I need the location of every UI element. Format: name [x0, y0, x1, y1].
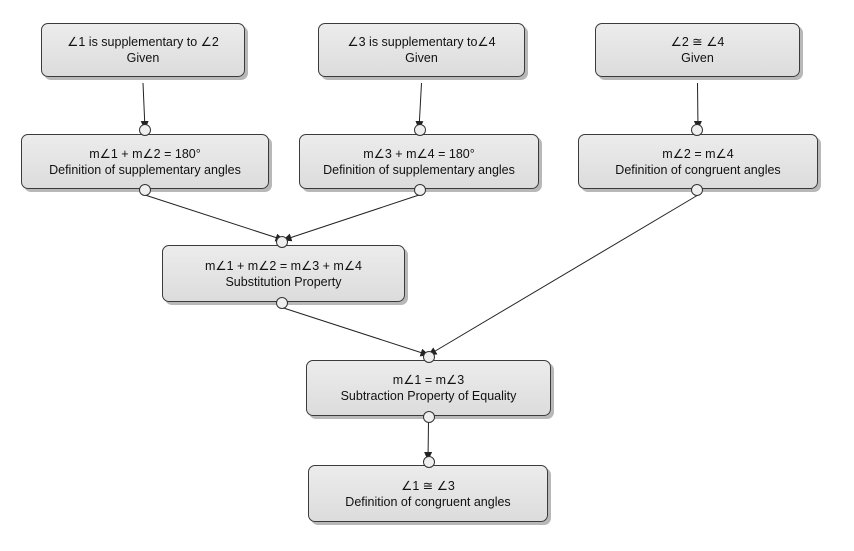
step-statement: m∠2 = m∠4 — [662, 146, 734, 161]
connector-knob — [423, 456, 435, 468]
connector-knob — [139, 184, 151, 196]
arrow-n8-to-n9 — [424, 421, 433, 461]
connector-knob — [414, 124, 426, 136]
step-statement: m∠1 + m∠2 = 180° — [89, 146, 201, 161]
step-statement: ∠1 is supplementary to ∠2 — [67, 35, 219, 49]
step-reason: Definition of supplementary angles — [323, 162, 515, 177]
step-reason: Definition of congruent angles — [345, 494, 511, 509]
arrow-n6-to-n8 — [427, 194, 699, 356]
step-statement: ∠1 ≅ ∠3 — [401, 478, 455, 493]
proof-step-given-2: ∠3 is supplementary to∠4 Given — [318, 23, 525, 77]
arrow-n5-to-n7 — [282, 194, 420, 242]
proof-step-given-1: ∠1 is supplementary to ∠2 Given — [41, 23, 245, 77]
step-statement: ∠2 ≅ ∠4 — [670, 35, 725, 49]
connector-knob — [423, 351, 435, 363]
step-statement: m∠1 + m∠2 = m∠3 + m∠4 — [204, 258, 363, 273]
proof-step-supplementary-2: m∠3 + m∠4 = 180° Definition of supplemen… — [299, 134, 539, 189]
proof-step-congruent-def: m∠2 = m∠4 Definition of congruent angles — [578, 134, 818, 189]
step-statement: m∠3 + m∠4 = 180° — [363, 146, 475, 161]
arrow-n7-to-n8 — [283, 307, 430, 357]
proof-step-supplementary-1: m∠1 + m∠2 = 180° Definition of supplemen… — [21, 134, 269, 189]
step-reason: Given — [681, 51, 714, 65]
arrow-n4-to-n7 — [144, 194, 285, 242]
connector-knob — [276, 236, 288, 248]
proof-step-given-3: ∠2 ≅ ∠4 Given — [595, 23, 800, 77]
arrow-n2-to-n5 — [415, 82, 424, 130]
step-statement: ∠3 is supplementary to∠4 — [347, 35, 496, 49]
connector-knob — [414, 184, 426, 196]
step-reason: Given — [126, 51, 160, 65]
step-reason: Definition of supplementary angles — [49, 162, 241, 177]
proof-step-conclusion: ∠1 ≅ ∠3 Definition of congruent angles — [308, 465, 548, 522]
step-reason: Definition of congruent angles — [615, 162, 781, 177]
connector-knob — [691, 184, 703, 196]
connector-knob — [276, 297, 288, 309]
proof-step-substitution: m∠1 + m∠2 = m∠3 + m∠4 Substitution Prope… — [162, 245, 405, 302]
connector-knob — [139, 124, 151, 136]
connector-knob — [691, 124, 703, 136]
arrow-n3-to-n6 — [693, 82, 702, 130]
step-reason: Given — [405, 51, 438, 65]
proof-step-subtraction: m∠1 = m∠3 Subtraction Property of Equali… — [306, 360, 551, 416]
step-statement: m∠1 = m∠3 — [392, 373, 465, 387]
arrow-n1-to-n4 — [140, 82, 149, 130]
connector-knob — [423, 411, 435, 423]
step-reason: Substitution Property — [225, 274, 342, 289]
step-reason: Subtraction Property of Equality — [340, 389, 517, 403]
